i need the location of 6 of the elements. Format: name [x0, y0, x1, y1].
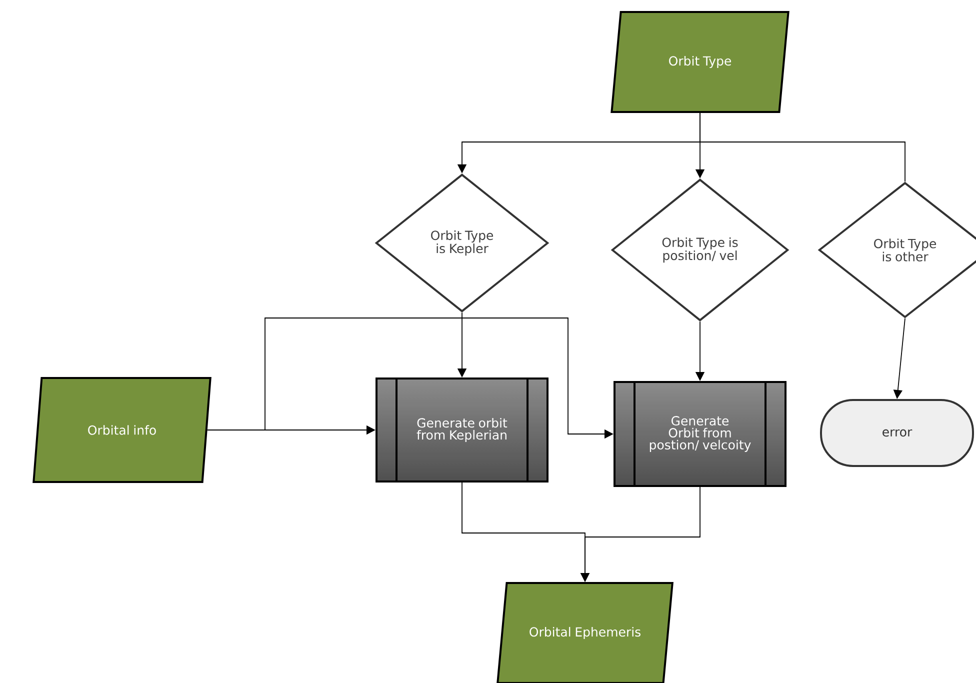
data-parallelogram: Orbital info	[32, 377, 212, 483]
data-parallelogram: Orbital Ephemeris	[496, 582, 674, 683]
process-box: Generate orbit from Keplerian	[376, 378, 548, 482]
terminal-box: error	[820, 399, 974, 467]
data-parallelogram: Orbit Type	[610, 11, 790, 113]
process-box: Generate Orbit from postion/ velcoity	[614, 381, 786, 487]
